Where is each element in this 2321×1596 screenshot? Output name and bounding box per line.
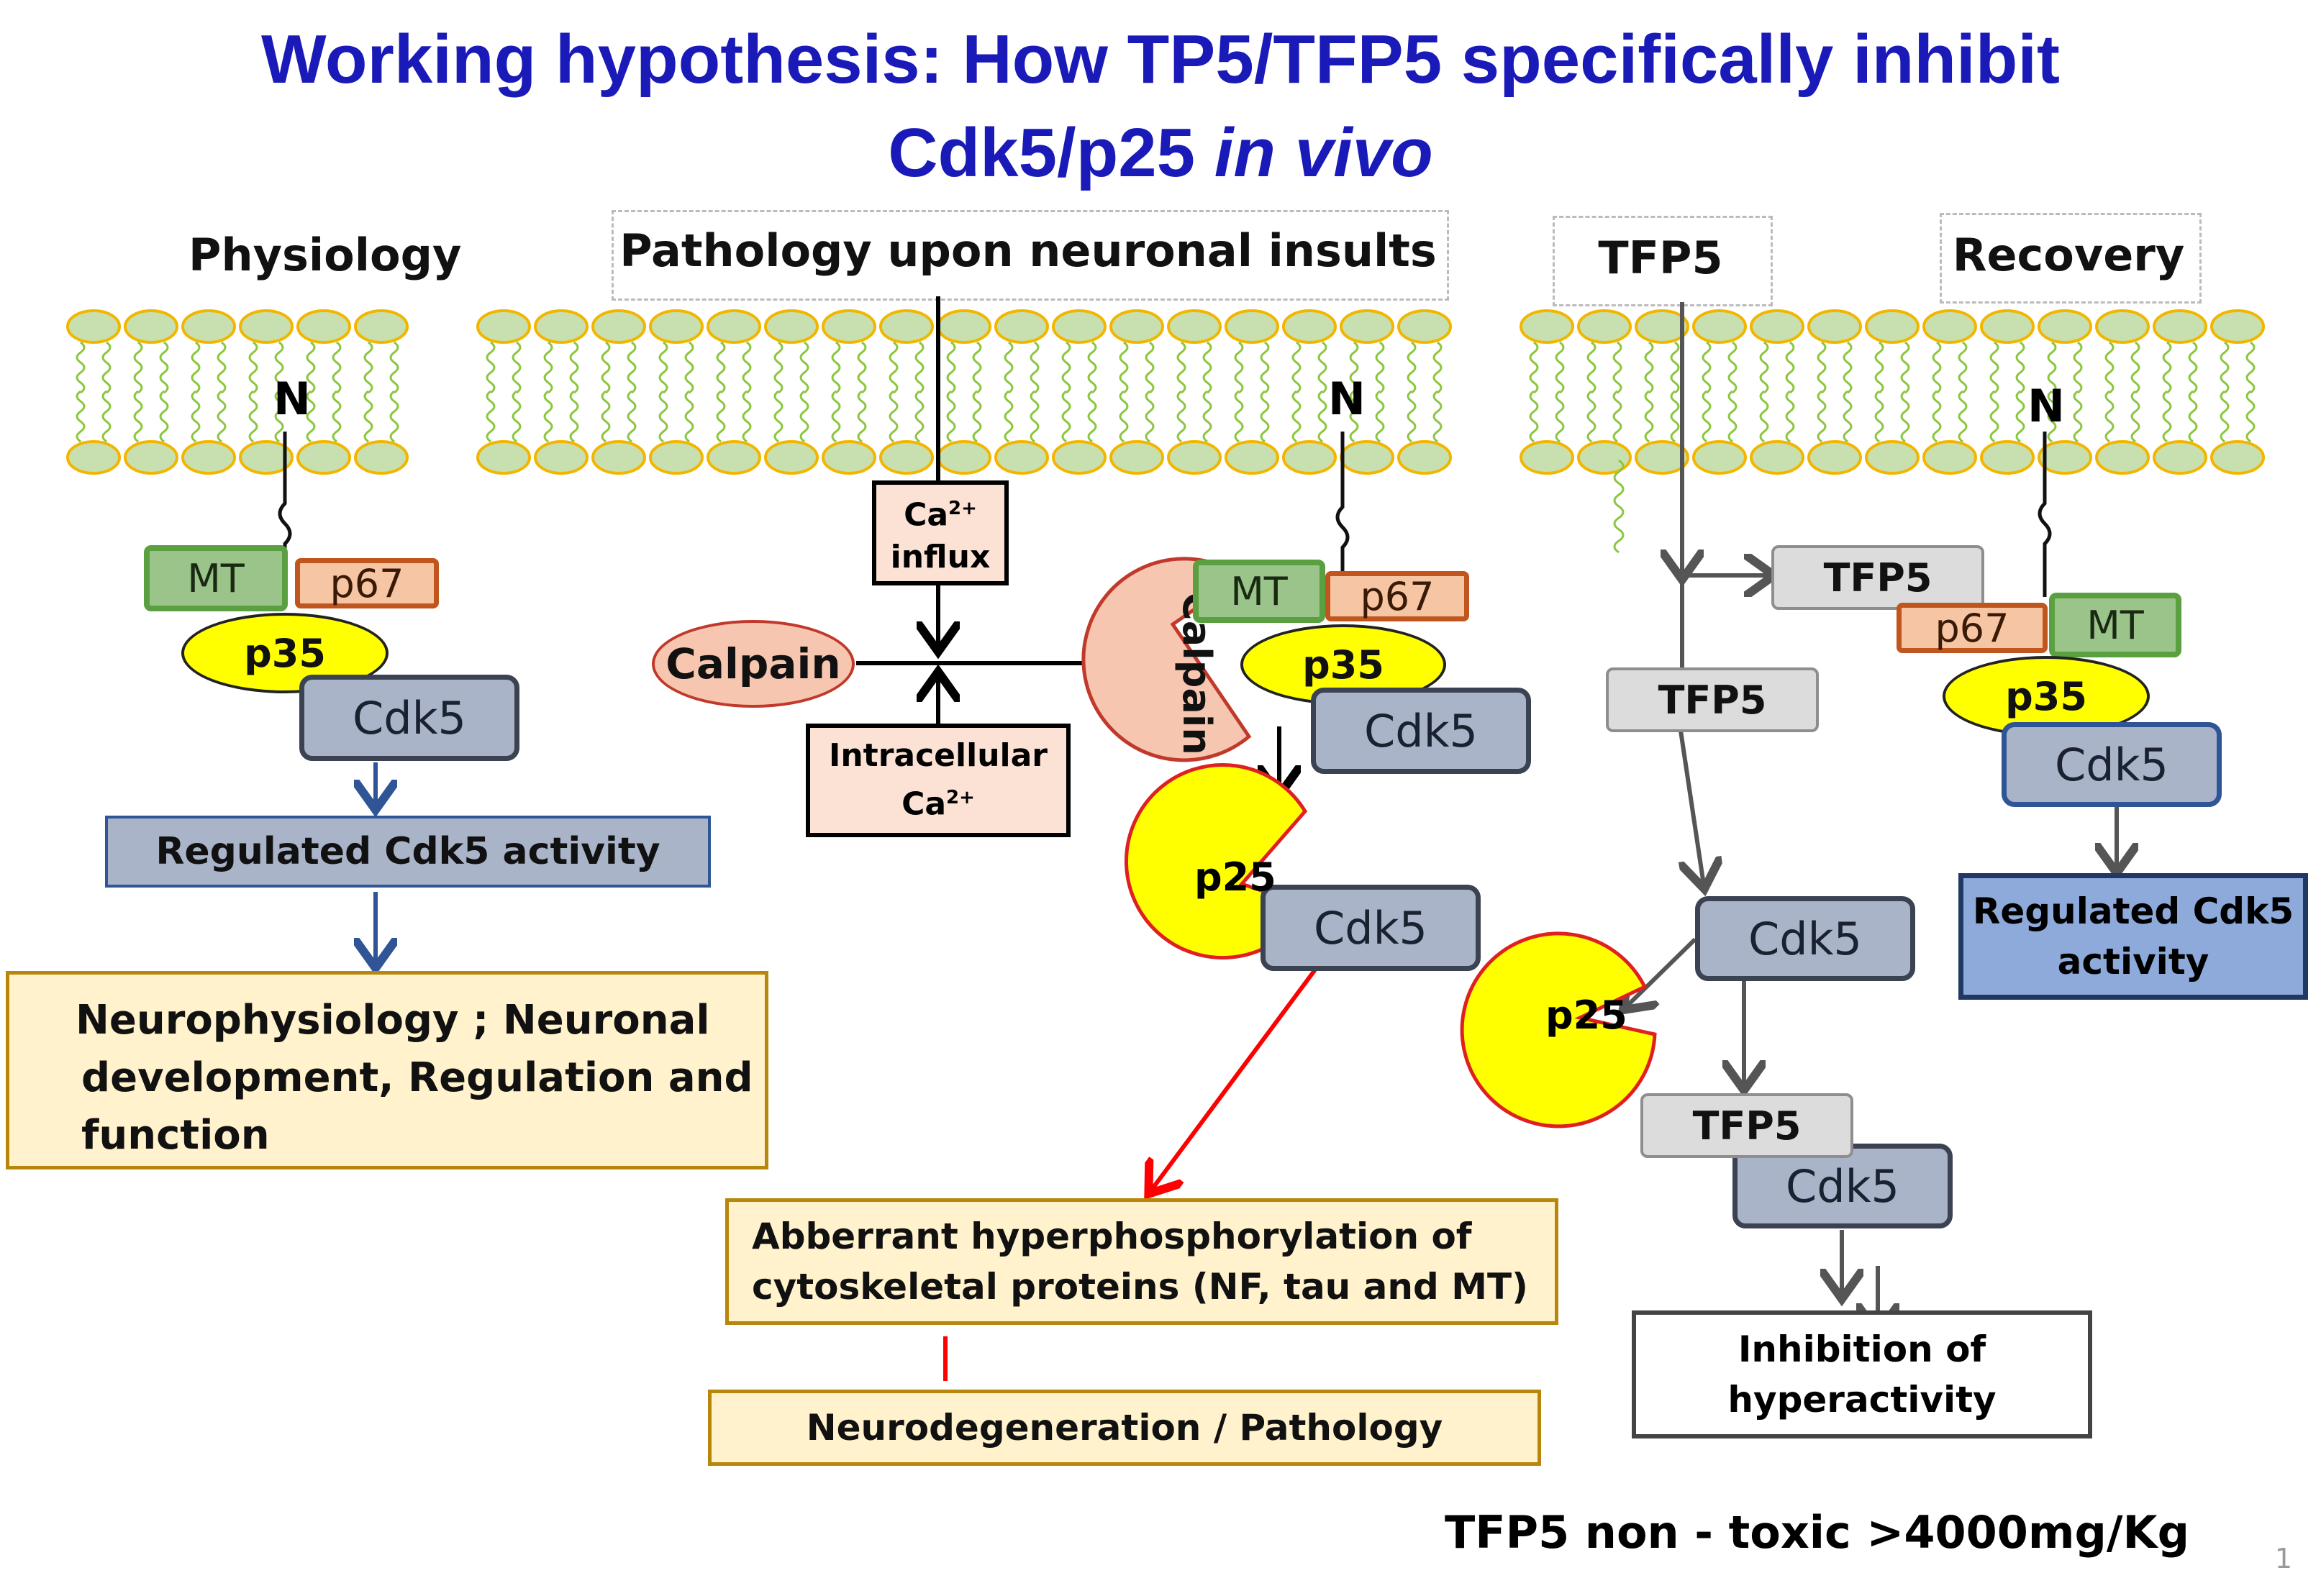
mt-physiology: MT	[144, 545, 288, 611]
tfp5-intracellular: TFP5	[1606, 667, 1819, 732]
aberrant-line-2: cytoskeletal proteins (NF, tau and MT)	[752, 1266, 1528, 1308]
p25-label-pathology: p25	[1194, 854, 1276, 900]
intracellular-ca-box: Intracellular Ca2+	[806, 724, 1071, 837]
neurodegeneration-box: Neurodegeneration / Pathology	[708, 1390, 1541, 1466]
neuro-line-3: function	[81, 1112, 270, 1159]
pathology-tether	[1335, 432, 1350, 575]
regulated-line-1: Regulated Cdk5	[1972, 890, 2294, 932]
cdk5-recovery: Cdk5	[2002, 722, 2222, 807]
aberrant-line-1: Abberrant hyperphosphorylation of	[752, 1216, 1472, 1257]
tfp5-bound: TFP5	[1640, 1093, 1853, 1158]
regulated-line-2: activity	[2057, 941, 2209, 982]
p25-label-tfp5: p25	[1545, 993, 1627, 1038]
section-pathology: Pathology upon neuronal insults	[619, 224, 1437, 277]
n-terminus-physiology: N	[273, 373, 311, 425]
neuro-line-1: Neurophysiology ; Neuronal	[76, 997, 710, 1044]
ca-influx-box: Ca2+ influx	[872, 480, 1009, 585]
title-line-2: Cdk5/p25 in vivo	[0, 114, 2321, 193]
cdk5-pathology-lower: Cdk5	[1261, 885, 1481, 971]
recovery-tether	[2038, 432, 2052, 597]
section-tfp5: TFP5	[1598, 232, 1723, 284]
p67-recovery: p67	[1897, 603, 2048, 653]
intracellular-label: Intracellular	[828, 737, 1048, 775]
physiology-tether	[278, 432, 292, 568]
section-recovery-frame	[1940, 213, 2202, 304]
section-recovery: Recovery	[1952, 229, 2185, 281]
p25-wedge-tfp5	[1460, 931, 1657, 1128]
membrane-physiology	[66, 309, 409, 475]
neuro-line-2: development, Regulation and	[81, 1054, 753, 1101]
cdk5-pathology-upper: Cdk5	[1311, 688, 1531, 774]
intracellular-ca: Ca2+	[901, 785, 975, 823]
tfp5-recovery-tag: TFP5	[1771, 545, 1984, 610]
title-line-1: Working hypothesis: How TP5/TFP5 specifi…	[261, 21, 2060, 98]
aberrant-box: Abberrant hyperphosphorylation of cytosk…	[725, 1198, 1558, 1325]
inhibition-line-1: Inhibition of	[1738, 1328, 1986, 1370]
n-terminus-pathology: N	[1328, 373, 1366, 425]
p67-pathology: p67	[1325, 571, 1469, 621]
mt-recovery: MT	[2049, 593, 2181, 657]
section-physiology: Physiology	[189, 229, 462, 281]
page-number: 1	[2274, 1543, 2292, 1574]
regulated-cdk5-activity-physiology: Regulated Cdk5 activity	[105, 816, 711, 888]
calpain-pacman	[1081, 557, 1252, 762]
mt-pathology: MT	[1193, 560, 1325, 623]
title-line-2-italic: in vivo	[1214, 114, 1433, 191]
title-line-2-normal: Cdk5/p25	[888, 114, 1214, 191]
arrow-p25cdk5-to-aberrant	[1151, 957, 1326, 1190]
arrow-tfp5-to-cdk5	[1681, 730, 1704, 885]
toxicity-note: TFP5 non - toxic >4000mg/Kg	[1445, 1506, 2189, 1559]
n-terminus-recovery: N	[2027, 380, 2065, 432]
tfp5-peptide-strand	[1613, 459, 1625, 554]
membrane-tfp5-recovery	[1520, 309, 2265, 475]
cdk5-physiology: Cdk5	[299, 675, 519, 761]
membrane-pathology	[476, 309, 1452, 475]
ca-influx-sub: influx	[890, 538, 991, 575]
inhibition-line-2: hyperactivity	[1727, 1379, 1997, 1421]
inhibition-box: Inhibition of hyperactivity	[1632, 1310, 2092, 1438]
section-pathology-frame	[612, 210, 1449, 301]
section-tfp5-frame	[1553, 216, 1773, 306]
regulated-cdk5-activity-recovery: Regulated Cdk5 activity	[1958, 873, 2308, 1000]
calpain-ellipse: Calpain	[652, 620, 855, 708]
p67-physiology: p67	[295, 558, 439, 608]
neurophysiology-box: Neurophysiology ; Neuronal development, …	[6, 971, 768, 1169]
arrow-cdk5-release-p25	[1626, 937, 1697, 1007]
ca-influx-label: Ca2+	[904, 496, 977, 534]
cdk5-tfp5-free: Cdk5	[1695, 896, 1915, 981]
